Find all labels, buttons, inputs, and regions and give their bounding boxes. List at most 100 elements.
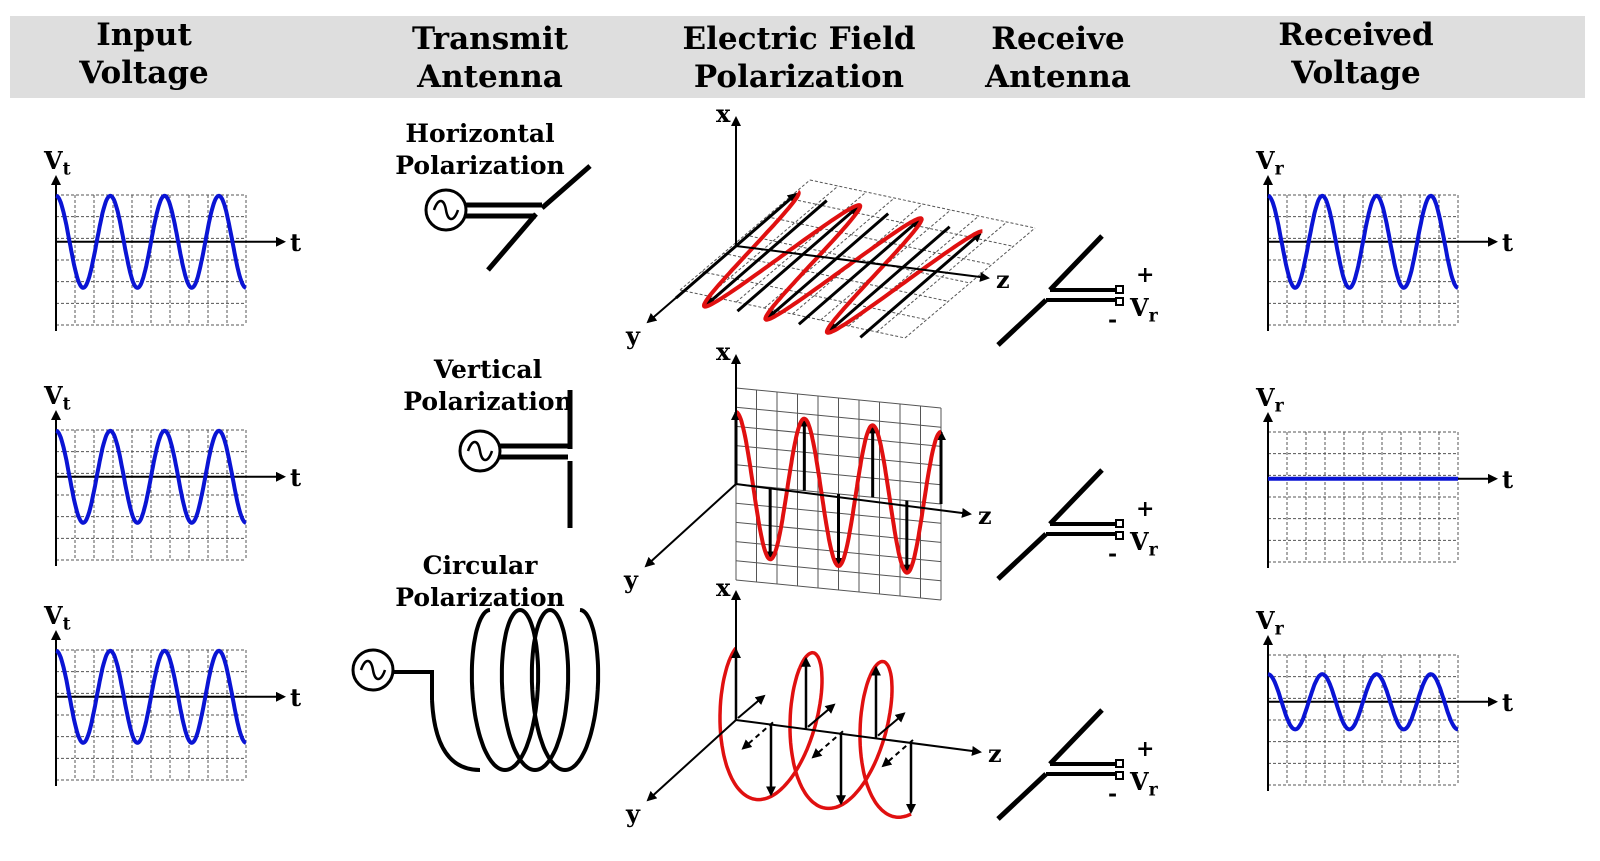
grid-line [735, 579, 942, 601]
header-bar [10, 16, 1585, 98]
z-axis [735, 719, 982, 756]
field-axes-vertical [644, 354, 972, 568]
terminal-plus [1115, 759, 1124, 768]
helix-coil [469, 607, 601, 773]
x-axis-label: x [716, 573, 731, 602]
terminal-plus [1115, 519, 1124, 528]
grid-line [735, 464, 942, 486]
minus-sign: - [1108, 541, 1117, 567]
sine-glyph [466, 440, 494, 462]
received-voltage-plot-2-v-label: Vr [1255, 383, 1285, 416]
minus-sign: - [1108, 307, 1117, 333]
field-vector [705, 199, 828, 306]
input-voltage-plot-3 [51, 630, 286, 786]
feed-line [393, 670, 434, 700]
received-voltage-plot-3-v-label: Vr [1255, 606, 1285, 639]
waveform [1267, 193, 1459, 290]
receive-antenna-1 [996, 234, 1124, 347]
grid-line [809, 179, 1036, 229]
rx-arm-lower [996, 532, 1048, 581]
grid-line [735, 445, 942, 467]
input-voltage-plot-2-v-label: Vt [43, 381, 71, 414]
grid-line [735, 560, 942, 582]
field-vector [766, 212, 890, 319]
vr-label: Vr [1129, 293, 1159, 326]
field-wave [735, 410, 942, 575]
waveform [55, 193, 247, 290]
received-voltage-plot-1-v-label: Vr [1255, 146, 1285, 179]
vr-label: Vr [1129, 527, 1159, 560]
field-vector-y [877, 712, 906, 737]
input-voltage-plot-2-t-label: t [290, 463, 301, 492]
field-wave [702, 190, 983, 335]
input-voltage-plot-3-v-label: Vt [43, 601, 71, 634]
dipole-arm-lower [486, 212, 538, 272]
rx-arm-upper [1048, 708, 1104, 766]
field-vector [736, 205, 859, 313]
grid-line [707, 185, 839, 297]
received-voltage-plot-3 [1263, 635, 1498, 791]
received-voltage-plot-1-t-label: t [1502, 228, 1513, 257]
received-voltage-plot-3-t-label: t [1502, 688, 1513, 717]
receive-antenna-2 [996, 468, 1124, 581]
y-axis-label: y [625, 799, 641, 828]
terminal-minus [1115, 771, 1124, 780]
terminal-minus [1115, 531, 1124, 540]
field-axes-horizontal [646, 116, 990, 324]
terminal-minus [1115, 297, 1124, 306]
z-axis [735, 245, 990, 282]
x-axis-label: x [716, 337, 731, 366]
y-axis [646, 245, 737, 324]
waveform [55, 428, 247, 525]
ac-source-icon [458, 429, 502, 473]
field-helix [718, 646, 912, 819]
input-voltage-plot-1-v-label: Vt [43, 146, 71, 179]
grid-line [735, 425, 942, 447]
rx-arm-upper [1048, 234, 1104, 292]
x-axis-label: x [716, 99, 731, 128]
field-vector [797, 218, 921, 326]
input-voltage-plot-1-t-label: t [290, 228, 301, 257]
minus-sign: - [1108, 781, 1117, 807]
y-axis [644, 483, 737, 568]
sine-glyph [359, 659, 387, 681]
vr-label: Vr [1129, 767, 1159, 800]
plus-sign: + [1136, 736, 1154, 762]
field-circular [718, 646, 916, 819]
field-vector-y [741, 721, 774, 750]
dipole-arm-upper [540, 164, 592, 210]
field-vector-y [737, 694, 766, 719]
ac-source-icon [424, 188, 468, 232]
sine-glyph [432, 199, 460, 221]
y-axis-label: y [623, 565, 639, 594]
receive-antenna-3 [996, 708, 1124, 821]
input-voltage-plot-1 [51, 175, 286, 331]
field-axes-circular [646, 590, 982, 802]
ac-source-icon [351, 648, 395, 692]
received-voltage-plot-1 [1263, 175, 1498, 331]
grid-line [735, 406, 942, 428]
input-voltage-plot-2 [51, 410, 286, 566]
waveform [1267, 672, 1459, 732]
rx-arm-upper [1048, 468, 1104, 526]
rx-arm-lower [996, 772, 1048, 821]
y-axis-label: y [625, 321, 641, 350]
grid-line [735, 387, 942, 409]
helix-lead [430, 699, 481, 772]
z-axis [735, 483, 972, 518]
terminal-plus [1115, 285, 1124, 294]
field-vector [828, 225, 951, 333]
field-vector-y [881, 739, 914, 768]
input-voltage-plot-3-t-label: t [290, 683, 301, 712]
field-vector-y [807, 703, 836, 728]
received-voltage-plot-2-t-label: t [1502, 465, 1513, 494]
